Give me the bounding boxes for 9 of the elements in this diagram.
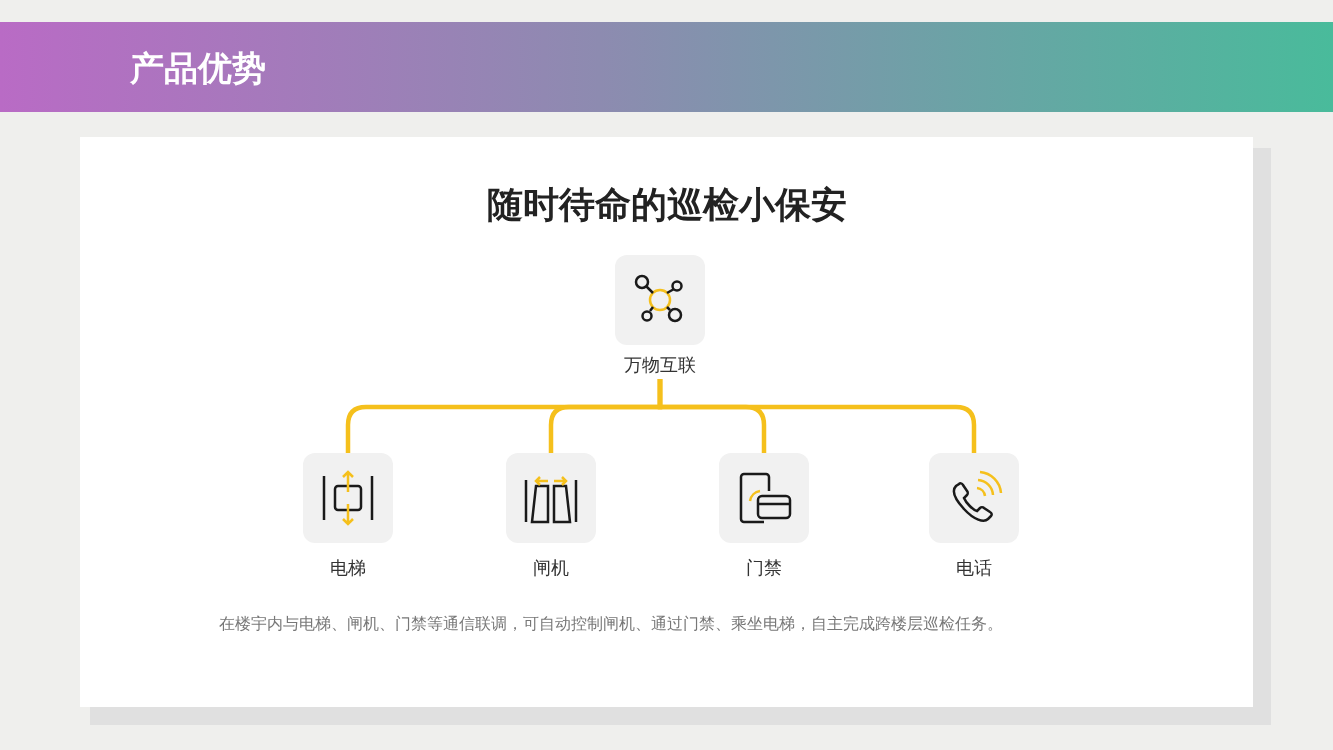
node-label: 电话 <box>955 556 993 580</box>
node-label: 闸机 <box>532 556 570 580</box>
diagram-title: 随时待命的巡检小保安 <box>485 183 848 227</box>
node-label: 电梯 <box>329 556 367 580</box>
connector-line <box>657 379 977 453</box>
description-text: 在楼宇内与电梯、闸机、门禁等通信联调，可自动控制闸机、通过门禁、乘坐电梯，自主完成跨楼层巡检任务。 <box>219 614 1004 635</box>
section-heading: 产品优势 <box>130 47 266 90</box>
node-label: 门禁 <box>745 556 783 580</box>
node-label: 万物互联 <box>623 353 697 377</box>
